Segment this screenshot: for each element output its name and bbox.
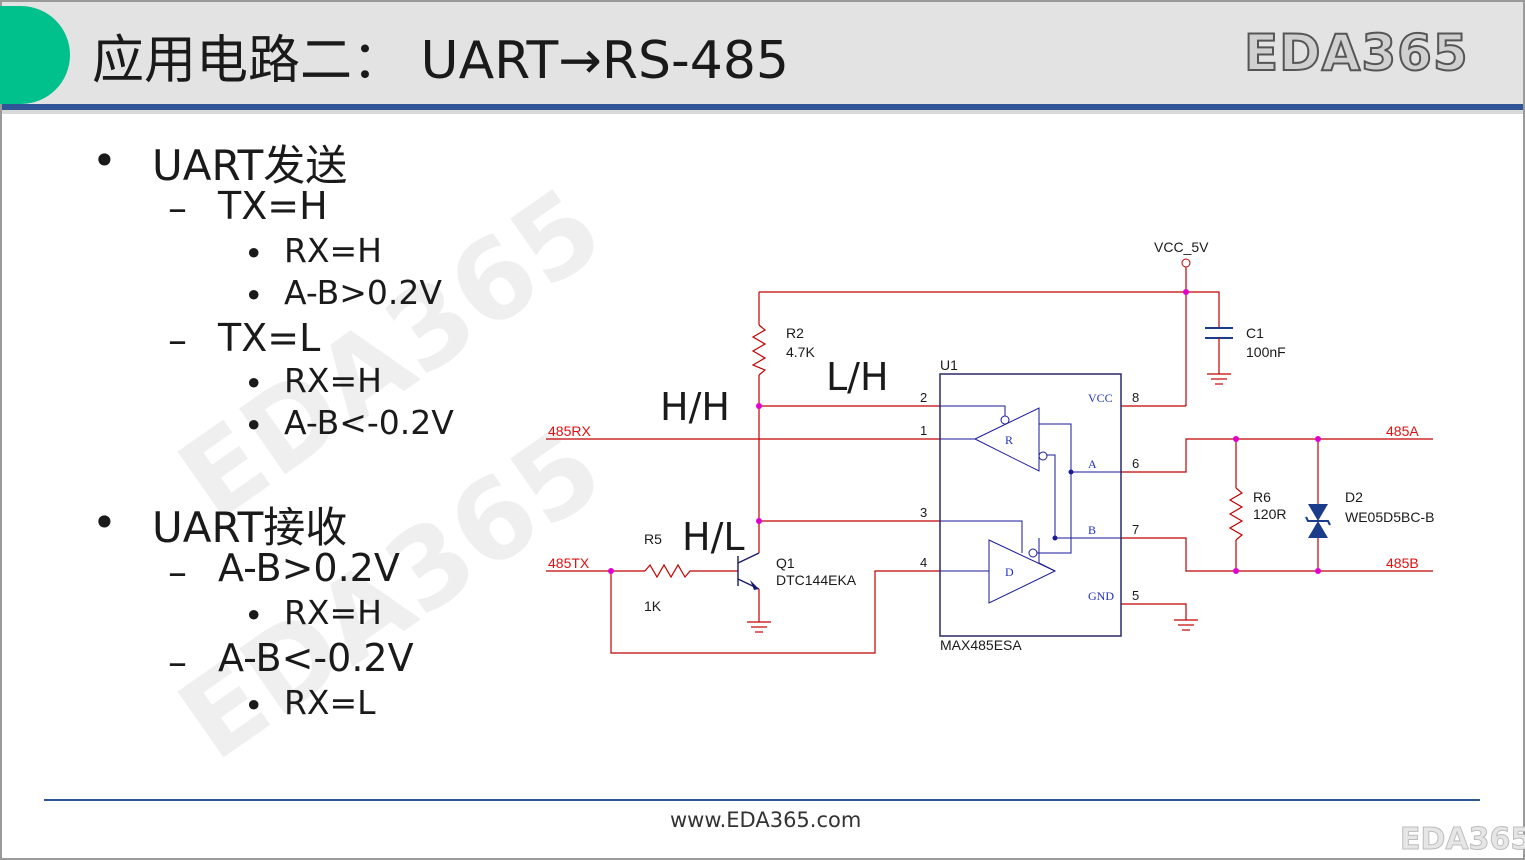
bullet-tx-low: TX=L — [218, 316, 321, 360]
bullet-dot: • — [92, 498, 117, 547]
d2-part: WE05D5BC-B — [1345, 509, 1434, 525]
inversion-bubble — [1000, 415, 1010, 425]
footer-rule — [44, 799, 1480, 801]
bullet-rx-neg-rx: RX=L — [284, 683, 376, 722]
pin-number: 1 — [920, 423, 927, 438]
ground-icon — [747, 621, 771, 633]
inversion-bubble — [1028, 548, 1038, 558]
u1-body — [939, 373, 1122, 637]
bullet-tx-low-rx: RX=H — [284, 361, 383, 400]
d2-bar — [1305, 516, 1331, 526]
junction-dot — [1052, 535, 1058, 541]
bullet-dot: • — [244, 364, 264, 403]
r6-ref: R6 — [1253, 489, 1271, 505]
page-title: 应用电路二： UART→RS-485 — [92, 31, 789, 91]
junction-dot — [1068, 469, 1074, 475]
d2-ref: D2 — [1345, 489, 1363, 505]
title-underline-shadow — [2, 110, 1523, 114]
net-485b: 485B — [1386, 555, 1419, 571]
bullet-tx-heading: UART发送 — [152, 141, 348, 190]
r2-ref: R2 — [786, 325, 804, 341]
q1-ref: Q1 — [776, 555, 795, 571]
bullet-dash: – — [168, 186, 187, 230]
bullet-dash: – — [168, 318, 187, 362]
receiver-label: R — [1005, 433, 1013, 447]
pin-number: 5 — [1132, 588, 1139, 603]
net-485rx: 485RX — [548, 423, 591, 439]
pin-label-vcc: VCC — [1088, 391, 1113, 405]
bullet-rx-heading: UART接收 — [152, 503, 348, 552]
inversion-bubble — [1038, 451, 1048, 461]
ground-icon — [1174, 619, 1198, 631]
bullet-dot: • — [244, 234, 264, 273]
pin-number: 2 — [920, 390, 927, 405]
eda365-logo: EDA365 — [1243, 23, 1469, 83]
r5-resistor — [644, 563, 695, 579]
c1-ref: C1 — [1246, 325, 1264, 341]
r5-value: 1K — [644, 598, 662, 614]
pin-label-b: B — [1088, 523, 1096, 537]
vcc-label: VCC_5V — [1154, 239, 1209, 255]
q1-emitter-arrow — [750, 580, 759, 590]
state-label-hl: H/L — [682, 515, 745, 559]
pin-number: 4 — [920, 555, 927, 570]
bullet-tx-low-ab: A-B<-0.2V — [284, 403, 454, 442]
bullet-tx-high-ab: A-B>0.2V — [284, 273, 442, 312]
c1-value: 100nF — [1246, 344, 1286, 360]
bullet-rx-pos-rx: RX=H — [284, 593, 383, 632]
c1-capacitor — [1205, 327, 1233, 339]
u1-part: MAX485ESA — [940, 637, 1022, 653]
bullet-dash: – — [168, 550, 187, 594]
footer-logo: EDA365 — [1399, 822, 1525, 858]
bullet-dot: • — [92, 136, 117, 185]
state-label-hh: H/H — [660, 385, 730, 429]
pin-number: 8 — [1132, 390, 1139, 405]
pin-number: 3 — [920, 505, 927, 520]
bullet-rx-pos: A-B>0.2V — [218, 546, 400, 590]
r2-value: 4.7K — [786, 344, 815, 360]
ic-internals — [940, 405, 1121, 604]
pin-label-a: A — [1088, 457, 1097, 471]
bullet-dot: • — [244, 596, 264, 635]
bullet-tx-high: TX=H — [218, 184, 328, 228]
driver-label: D — [1005, 565, 1014, 579]
footer-url: www.EDA365.com — [670, 808, 862, 832]
net-485a: 485A — [1386, 423, 1419, 439]
r5-ref: R5 — [644, 531, 662, 547]
bullet-dot: • — [244, 276, 264, 315]
bullet-dot: • — [244, 406, 264, 445]
r2-resistor — [751, 324, 767, 376]
state-label-lh: L/H — [826, 355, 889, 399]
title-underline — [2, 104, 1523, 110]
u1-ref: U1 — [940, 357, 958, 373]
vcc-port-icon — [1181, 258, 1191, 268]
r6-value: 120R — [1253, 506, 1286, 522]
bullet-dash: – — [168, 640, 187, 684]
junctions — [608, 289, 1321, 574]
bullet-dot: • — [244, 686, 264, 725]
pin-number: 7 — [1132, 522, 1139, 537]
q1-part: DTC144EKA — [776, 572, 857, 588]
bullet-rx-neg: A-B<-0.2V — [218, 636, 414, 680]
pin-label-gnd: GND — [1088, 589, 1114, 603]
ground-icon — [1207, 373, 1231, 385]
title-bar — [0, 2, 1523, 104]
d2-tvs-diode — [1308, 504, 1328, 538]
bullet-tx-high-rx: RX=H — [284, 231, 383, 270]
net-485tx: 485TX — [548, 555, 590, 571]
pin-number: 6 — [1132, 456, 1139, 471]
r6-resistor — [1228, 487, 1244, 541]
